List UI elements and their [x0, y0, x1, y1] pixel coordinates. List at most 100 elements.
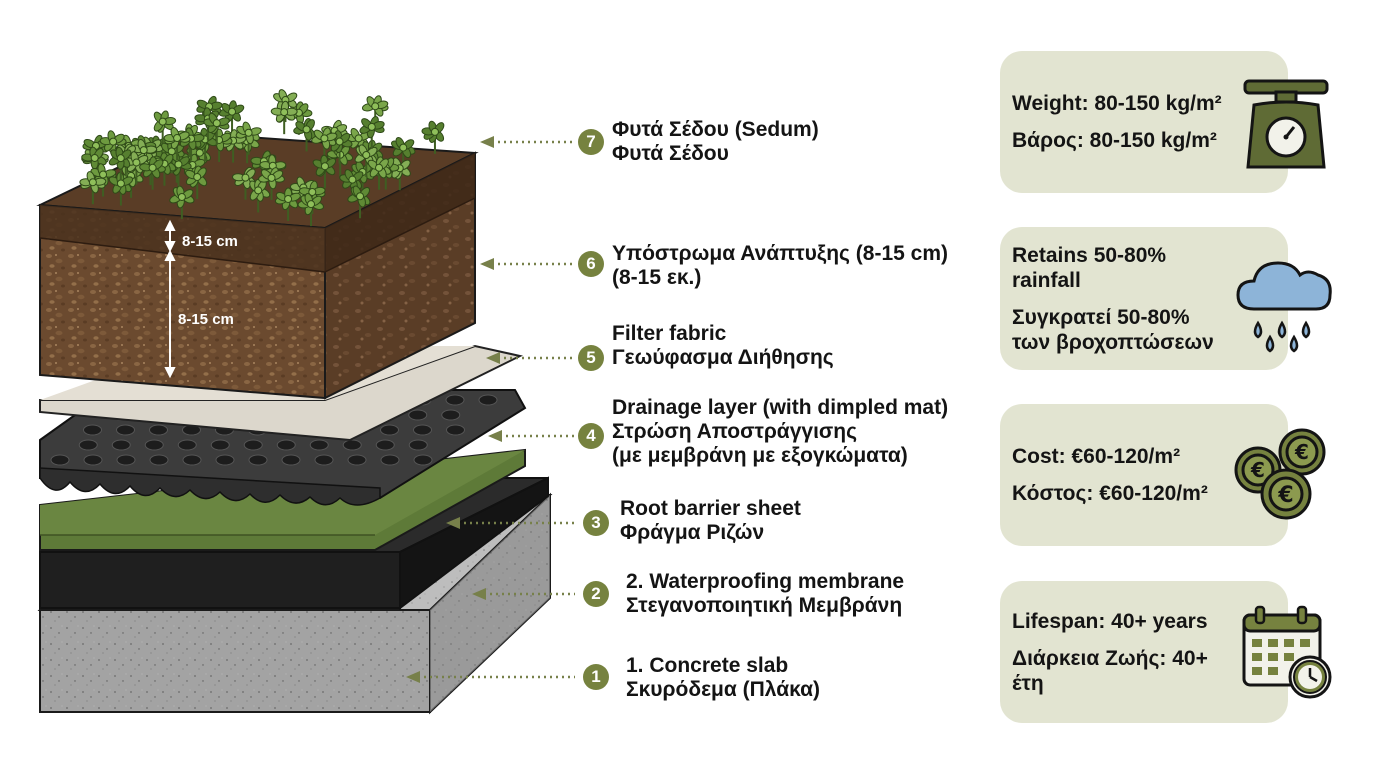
dimple [314, 454, 334, 466]
dimple [375, 439, 395, 451]
lifespan-card: Lifespan: 40+ years Διάρκεια Ζωής: 40+ έ… [1000, 581, 1332, 723]
dimple [441, 409, 461, 421]
dimple [182, 454, 202, 466]
sedum-rosette [349, 161, 375, 195]
lifespan-en: Lifespan: 40+ years [1012, 609, 1208, 633]
rainfall-card: Retains 50-80% rainfall Συγκρατεί 50-80%… [1000, 227, 1332, 370]
sedum-rosette [108, 146, 132, 181]
dimple [116, 454, 136, 466]
dimple [380, 454, 400, 466]
sedum-rosette [274, 187, 301, 221]
sedum-rosette [153, 110, 177, 144]
cost-el: Κόστος: €60-120/m² [1012, 482, 1208, 505]
dimple [116, 424, 135, 436]
layer-1-name-el: Σκυρόδεμα (Πλάκα) [626, 678, 821, 701]
sedum-rosette [81, 146, 107, 180]
dimple [408, 409, 428, 421]
weight-card-text: Weight: 80-150 kg/m² Βάρος: 80-150 kg/m² [1012, 51, 1222, 193]
sedum-rosette [169, 185, 195, 219]
layer-2-name-en: 2. Waterproofing membrane [626, 570, 905, 593]
cost-card: Cost: €60-120/m² Κόστος: €60-120/m² € € … [1000, 404, 1326, 546]
layer-6-label: Υπόστρωμα Ανάπτυξης (8-15 cm) (8-15 εκ.) [612, 242, 948, 290]
cost-en: Cost: €60-120/m² [1012, 445, 1181, 468]
dimple [281, 454, 301, 466]
scale-icon [1243, 79, 1329, 169]
euro-coins-icon: € € € [1234, 428, 1326, 520]
dimple [248, 454, 268, 466]
sedum-rosette [312, 154, 337, 189]
layer-3-name-en: Root barrier sheet [620, 497, 801, 520]
dimension-label-side: 8-15 cm [178, 311, 234, 328]
dimension-arrows [164, 219, 176, 379]
layer-7-label: Φυτά Σέδου (Sedum) Φυτά Σέδου [612, 118, 819, 166]
sedum-rosette [270, 100, 298, 135]
layer-6-name-el: (8-15 εκ.) [612, 266, 702, 289]
layer-7-name-el: Φυτά Σέδου [612, 142, 729, 165]
dimension-label-top: 8-15 cm [182, 233, 238, 250]
lifespan-card-text: Lifespan: 40+ years Διάρκεια Ζωής: 40+ έ… [1012, 581, 1232, 723]
lifespan-el: Διάρκεια Ζωής: 40+ έτη [1012, 646, 1208, 695]
layer-2-name-el: Στεγανοποιητική Μεμβράνη [626, 594, 903, 617]
sedum-rosette [185, 165, 208, 199]
rain-cloud-icon [1236, 261, 1332, 353]
dimple [445, 394, 465, 406]
sedum-rosette [235, 121, 262, 155]
leader-lines [418, 140, 575, 679]
sedum-rosette [298, 180, 326, 214]
sedum-rosette [163, 126, 191, 161]
sedum-rosette [311, 127, 338, 161]
layer-7-name-en: Φυτά Σέδου (Sedum) [612, 118, 819, 141]
layer-2-badge: 2 [583, 581, 609, 607]
layer-4-badge: 4 [578, 423, 604, 449]
layer-4-name-en: Drainage layer (with dimpled mat) [612, 396, 949, 419]
dimple [276, 439, 296, 451]
sedum-rosette [203, 112, 230, 146]
sedum-rosette [347, 185, 371, 219]
dimple [342, 439, 362, 451]
svg-text:€: € [1277, 483, 1293, 508]
sedum-rosette [79, 171, 107, 205]
dimple [380, 424, 399, 436]
rainfall-card-text: Retains 50-80% rainfall Συγκρατεί 50-80%… [1012, 227, 1232, 370]
dimple [243, 439, 263, 451]
sedum-plants [79, 89, 445, 227]
sedum-rosette [139, 156, 166, 190]
rainfall-en: Retains 50-80% rainfall [1012, 243, 1167, 292]
sedum-rosette [421, 120, 445, 154]
layer-3-name-el: Φράγμα Ριζών [620, 521, 765, 544]
sedum-rosette [258, 167, 285, 200]
layer-1-name-en: 1. Concrete slab [626, 654, 789, 677]
dimple [413, 424, 432, 436]
svg-text:€: € [1294, 440, 1309, 464]
layer-6-name-en: Υπόστρωμα Ανάπτυξης (8-15 cm) [612, 242, 948, 265]
rainfall-el: Συγκρατεί 50-80% των βροχοπτώσεων [1012, 305, 1214, 354]
cost-card-text: Cost: €60-120/m² Κόστος: €60-120/m² [1012, 404, 1208, 546]
layer-2-label: 2. Waterproofing membrane Στεγανοποιητικ… [626, 570, 904, 618]
drainage-dimpled-mat [39, 389, 527, 506]
dimple [83, 424, 102, 436]
dimple [83, 454, 103, 466]
weight-el: Βάρος: 80-150 kg/m² [1012, 129, 1217, 152]
layer-5-name-el: Γεωύφασμα Διήθησης [612, 346, 834, 369]
sedum-rosette [359, 116, 385, 149]
dimple [446, 424, 465, 436]
dimple [144, 439, 164, 451]
dimple [215, 454, 235, 466]
dimple [149, 454, 169, 466]
sedum-rosette [232, 166, 256, 200]
weight-card: Weight: 80-150 kg/m² Βάρος: 80-150 kg/m² [1000, 51, 1329, 193]
sedum-rosette [249, 178, 271, 213]
sedum-rosette [297, 193, 324, 227]
svg-text:€: € [1250, 458, 1265, 482]
dimple [78, 439, 98, 451]
layer-5-name-en: Filter fabric [612, 322, 727, 345]
dimple [413, 454, 433, 466]
layer-4-name-el-2: (με μεμβράνη με εξογκώματα) [612, 444, 908, 467]
layer-5-badge: 5 [578, 345, 604, 371]
layer-4-name-el: Στρώση Αποστράγγισης [612, 420, 858, 443]
layer-4-label: Drainage layer (with dimpled mat) Στρώση… [612, 396, 948, 468]
dimple [478, 394, 498, 406]
calendar-clock-icon [1242, 605, 1332, 699]
layer-1-badge: 1 [583, 664, 609, 690]
